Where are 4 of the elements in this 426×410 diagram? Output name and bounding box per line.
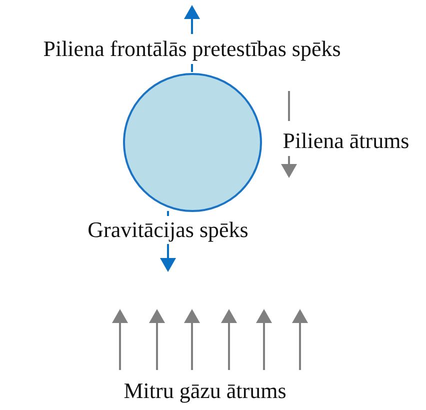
force-label: Gravitācijas spēks xyxy=(88,218,248,242)
force-label: Mitru gāzu ātrums xyxy=(124,379,286,403)
force-label: Piliena frontālās pretestības spēks xyxy=(43,37,341,61)
force-label: Piliena ātrums xyxy=(282,129,410,153)
